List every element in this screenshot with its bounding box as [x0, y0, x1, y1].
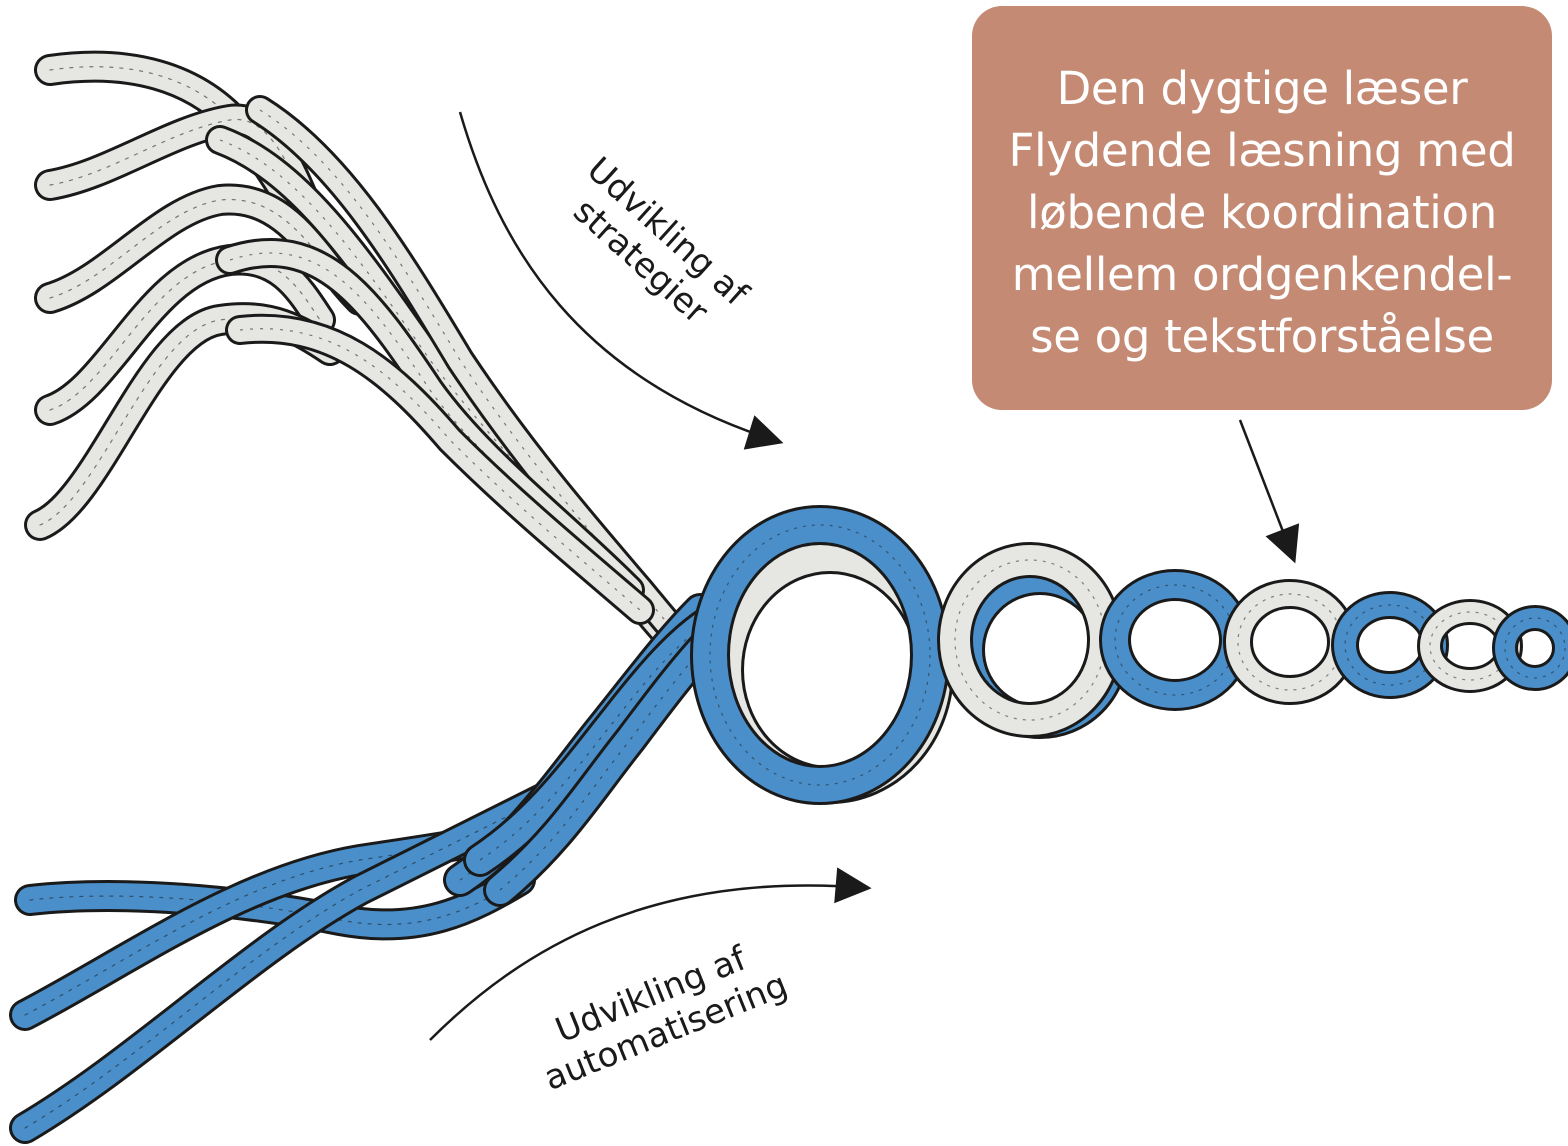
white-strand-end: [34, 243, 336, 426]
blue-braid-strand: [463, 603, 729, 877]
callout-line-2: Flydende læsning med: [1008, 124, 1516, 177]
automation-label: Udvikling af automatisering: [539, 938, 794, 1099]
callout-line-4: mellem ordgenkendel-: [1011, 248, 1513, 301]
skilled-reader-callout: Den dygtige læser Flydende læsning med l…: [972, 6, 1552, 410]
callout-line-1: Den dygtige læser: [1056, 62, 1468, 115]
callout-line-5: se og tekstforståelse: [1030, 310, 1494, 363]
strategies-arrow: [458, 111, 784, 450]
white-braid-strand: [225, 313, 655, 625]
blue-braid-strand: [483, 613, 737, 907]
automation-arrow: [429, 867, 872, 1041]
white-strand-end: [24, 302, 346, 541]
combined-rope: [690, 505, 1568, 805]
white-braid-strand: [245, 95, 715, 670]
white-strand-end: [34, 183, 346, 314]
blue-strand-end: [9, 774, 576, 1144]
callout-line-3: løbende koordination: [1027, 186, 1497, 239]
callout-arrow: [1238, 419, 1300, 564]
white-strands-group: [24, 50, 715, 675]
blue-strands-group: [9, 593, 737, 1144]
strategies-label: Udvikling af strategier: [566, 150, 757, 332]
